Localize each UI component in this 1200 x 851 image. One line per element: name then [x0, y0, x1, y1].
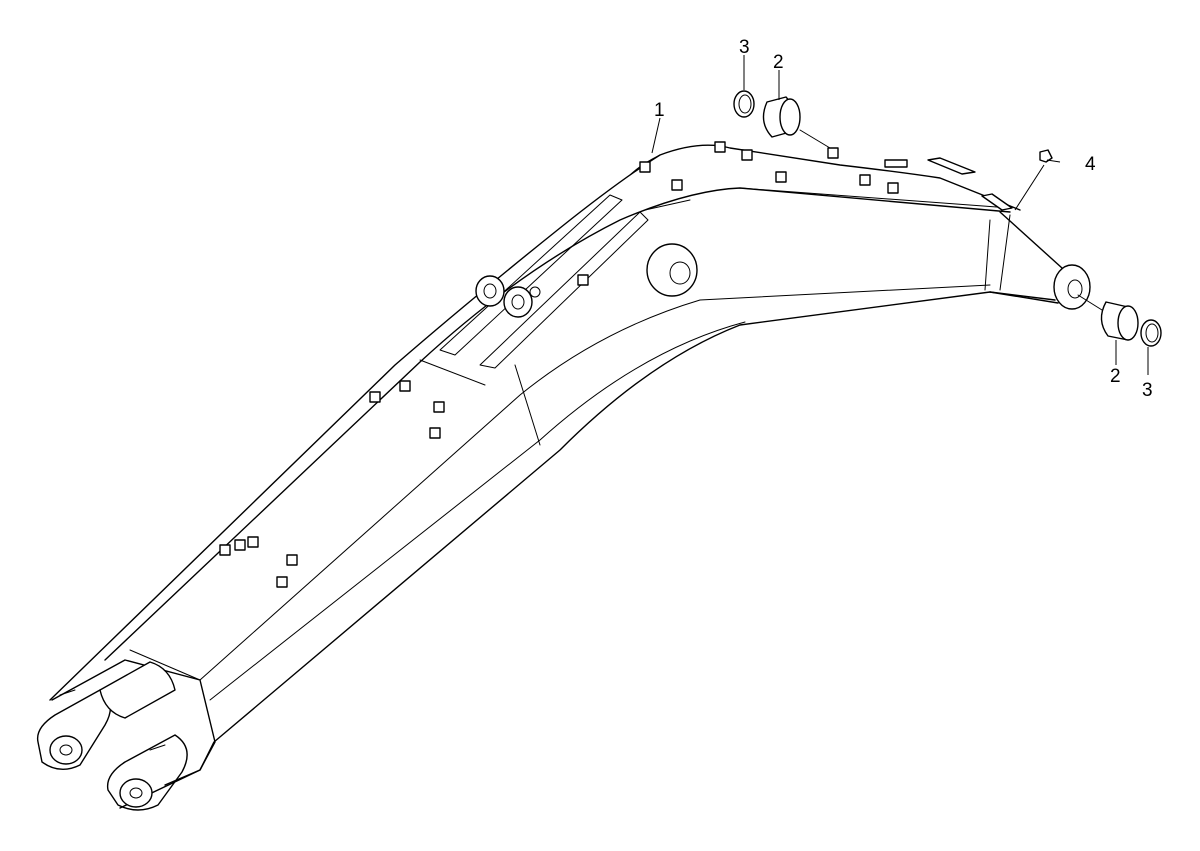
boom-assembly: [36, 144, 1091, 811]
clamp-bracket: [639, 161, 651, 173]
plate-bar: [927, 157, 976, 175]
bushing-right-face: [1117, 305, 1139, 341]
boom-web-line: [129, 214, 1011, 681]
boom-top-flange: [104, 187, 1011, 661]
clamp-bracket: [247, 536, 259, 548]
callout-3-right: 3: [1142, 380, 1153, 401]
plate-bar: [981, 193, 1013, 211]
clamp-bracket: [276, 576, 288, 588]
clamp-bracket: [741, 149, 753, 161]
clamp-bracket: [577, 274, 589, 286]
callout-4: 4: [1085, 154, 1096, 175]
clamp-bracket: [219, 544, 231, 556]
leader-4: [1046, 159, 1061, 163]
boom-gusset-strip-1: [439, 194, 623, 356]
exploded-parts-right: [1077, 294, 1162, 347]
arm-end-lug-pin: [59, 689, 166, 751]
callout-leaders: [651, 55, 1149, 375]
boom-foot-taper: [989, 211, 1063, 304]
hose-clamps: [219, 141, 1013, 588]
clamp-bracket: [286, 554, 298, 566]
arm-end-right-lug: [106, 734, 188, 811]
pivot-boss-hole: [669, 261, 691, 285]
leader-1: [651, 117, 661, 154]
callout-3-top: 3: [739, 37, 750, 58]
arm-lug-left-boss: [49, 735, 83, 765]
clamp-bracket: [429, 427, 441, 439]
cylinder-boss-left: [475, 275, 505, 307]
boom-foot-boss: [1053, 264, 1091, 310]
callout-2-top: 2: [773, 52, 784, 73]
bushing-top-face: [779, 98, 801, 136]
clamp-bracket: [775, 171, 787, 183]
arm-lug-right-boss: [119, 778, 153, 808]
shim-ring-top-inner: [738, 94, 752, 114]
bushing-top-leader: [799, 129, 831, 149]
clamp-bracket: [859, 174, 871, 186]
boom-gusset-strip-2: [479, 211, 649, 369]
hose-coupling: [884, 159, 908, 168]
bushing-right-leader: [1077, 294, 1103, 311]
arm-lug-left-hole: [59, 744, 73, 756]
boom-foot-boss-hole: [1067, 279, 1083, 299]
clamp-bracket: [399, 380, 411, 392]
callout-labels: 1 2 3 4 2 3: [654, 37, 1153, 401]
arm-end-cylinder: [99, 661, 176, 719]
shim-ring-right-inner: [1145, 323, 1159, 343]
arm-end-bracket: [51, 659, 216, 786]
boom-outline-bottom: [119, 291, 1056, 809]
small-boss: [529, 286, 541, 298]
leader-4-line: [1014, 164, 1045, 211]
cylinder-boss-left-hole: [483, 283, 497, 299]
callout-1: 1: [654, 100, 665, 121]
clamp-bracket: [433, 401, 445, 413]
arm-lug-right-hole: [129, 787, 143, 799]
clamp-bracket: [369, 391, 381, 403]
exploded-parts-top: [733, 90, 831, 149]
clamp-bracket: [234, 539, 246, 551]
callout-2-right: 2: [1110, 366, 1121, 387]
cylinder-boss-right: [503, 286, 533, 318]
clamp-bracket: [887, 182, 899, 194]
boom-outline-upper: [49, 144, 1021, 701]
cylinder-boss-right-hole: [511, 294, 525, 310]
clamp-bracket: [827, 147, 839, 159]
clamp-bracket: [714, 141, 726, 153]
boom-side-line: [199, 284, 991, 681]
boom-side-line-lower: [209, 321, 746, 701]
clamp-bracket: [671, 179, 683, 191]
